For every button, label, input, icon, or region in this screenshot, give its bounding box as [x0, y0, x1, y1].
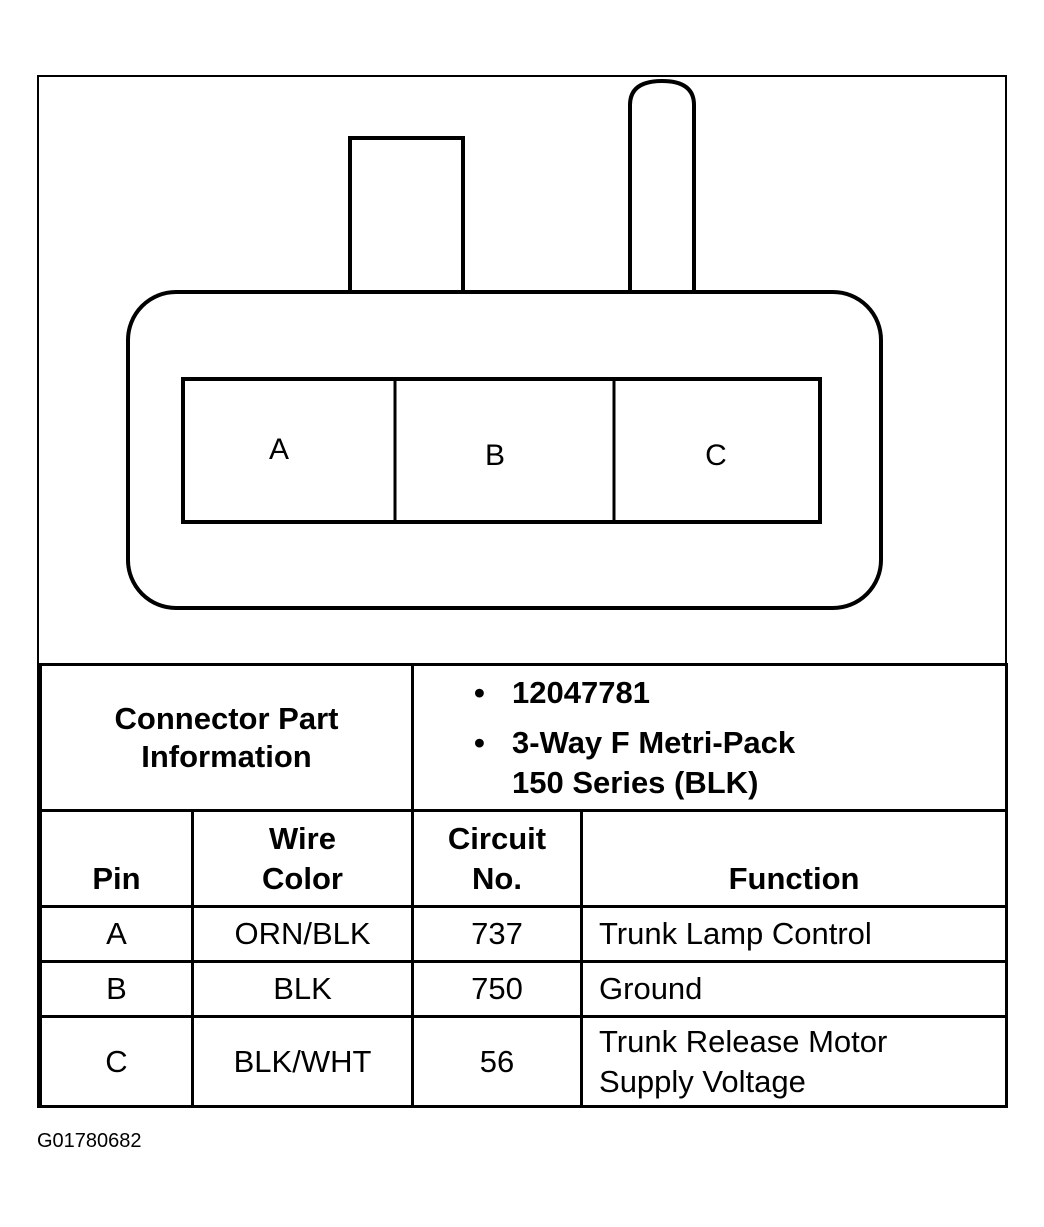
- cell-pin: A: [39, 905, 194, 963]
- table-row: B BLK 750 Ground: [39, 960, 1009, 1018]
- cell-wire-color: BLK/WHT: [190, 1015, 415, 1108]
- header-row: Pin Wire Color Circuit No. Function: [39, 809, 1009, 908]
- header-circuit: Circuit No.: [411, 809, 584, 908]
- pin-label-a: A: [269, 433, 289, 466]
- table-row: A ORN/BLK 737 Trunk Lamp Control: [39, 905, 1009, 963]
- lock-post: [628, 78, 696, 292]
- cell-pin: C: [39, 1015, 194, 1108]
- part-description: 3-Way F Metri-Pack: [474, 723, 1005, 763]
- cavity-block: [181, 377, 822, 524]
- cell-function: Trunk Lamp Control: [580, 905, 1009, 963]
- cell-wire-color: ORN/BLK: [190, 905, 415, 963]
- pin-label-c: C: [705, 439, 727, 472]
- cell-function-line2: Supply Voltage: [599, 1063, 806, 1099]
- part-info-row: Connector Part Information 12047781 3-Wa…: [38, 663, 1009, 812]
- cell-circuit: 737: [411, 905, 584, 963]
- cell-function: Ground: [580, 960, 1009, 1018]
- part-info-label-line2: Information: [141, 738, 312, 774]
- latch-tab: [348, 136, 465, 292]
- table-row: C BLK/WHT 56 Trunk Release Motor Supply …: [39, 1015, 1009, 1108]
- cell-circuit: 56: [411, 1015, 584, 1108]
- part-description-cont: 150 Series (BLK): [512, 764, 759, 800]
- header-function: Function: [580, 809, 1009, 908]
- header-circuit-line1: Circuit: [447, 821, 547, 856]
- cell-function: Trunk Release Motor Supply Voltage: [580, 1015, 1009, 1108]
- figure-frame: A B C Connector Part Information 1204778…: [37, 75, 1009, 1108]
- part-info-label: Connector Part Information: [38, 663, 415, 812]
- connector-body: [126, 290, 883, 610]
- figure-id: G01780682: [37, 1130, 142, 1152]
- pin-label-b: B: [485, 439, 505, 472]
- header-circuit-line2: No.: [472, 861, 522, 896]
- cell-pin: B: [39, 960, 194, 1018]
- part-info-label-line1: Connector Part: [114, 700, 339, 736]
- part-number: 12047781: [474, 673, 1005, 713]
- header-wire-color-line2: Color: [262, 861, 343, 896]
- part-info-list: 12047781 3-Way F Metri-Pack 150 Series (…: [411, 663, 1009, 812]
- connector-diagram: A B C: [39, 77, 1005, 665]
- cell-function-line1: Trunk Release Motor: [599, 1023, 888, 1059]
- header-pin: Pin: [39, 809, 194, 908]
- header-wire-color-line1: Wire: [269, 821, 336, 856]
- connector-face-drawing: A B C: [126, 78, 883, 610]
- connector-table: Connector Part Information 12047781 3-Wa…: [38, 663, 1009, 1108]
- header-wire-color: Wire Color: [190, 809, 415, 908]
- cell-wire-color: BLK: [190, 960, 415, 1018]
- cell-circuit: 750: [411, 960, 584, 1018]
